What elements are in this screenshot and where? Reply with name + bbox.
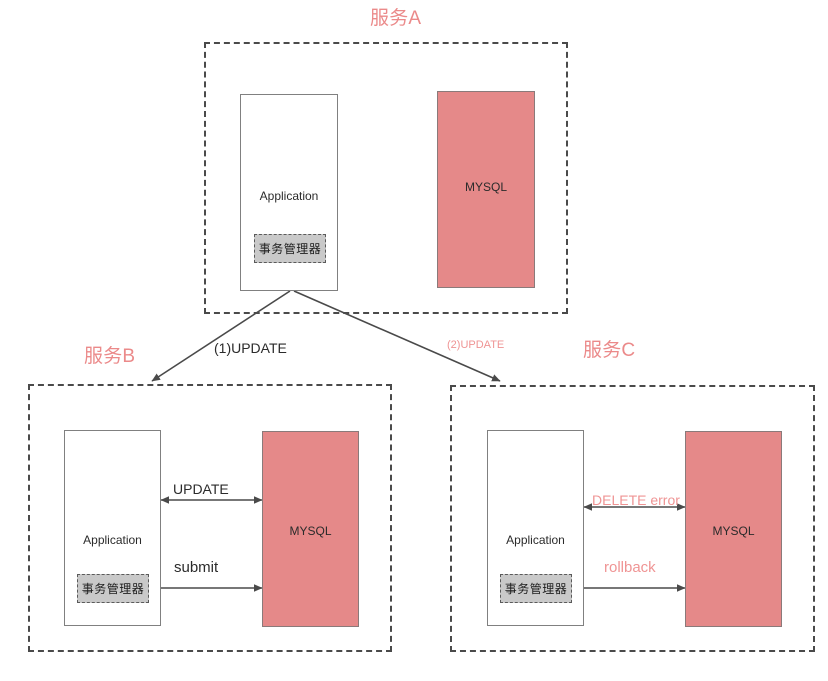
service-b-mysql-label: MYSQL [289,524,332,538]
service-b-boundary [28,384,392,652]
edge-c-delete-error-label: DELETE error [592,492,680,508]
service-b-title: 服务B [84,346,136,367]
service-a-application-label: Application [259,189,319,203]
service-a-mysql-label: MYSQL [464,180,507,194]
service-b-application-label: Application [83,533,142,547]
service-c-boundary [450,385,815,652]
service-b-mysql-box: MYSQL [262,431,359,627]
connector-a-to-c-label: (2)UPDATE [447,339,505,351]
service-c-title: 服务C [583,340,636,361]
service-b-transaction-manager: 事务管理器 [77,574,149,603]
edge-b-update-label: UPDATE [173,481,229,497]
service-c-application-box: Application 事务管理器 [487,430,584,626]
service-a-application-box: Application 事务管理器 [240,94,338,291]
connector-a-to-b-label: (1)UPDATE [214,340,287,356]
edge-c-rollback-label: rollback [604,559,656,576]
service-c-mysql-box: MYSQL [685,431,782,627]
service-a-transaction-manager: 事务管理器 [254,234,326,263]
edge-b-submit-label: submit [174,559,219,576]
service-c-transaction-manager: 事务管理器 [500,574,572,603]
service-c-mysql-label: MYSQL [712,524,755,538]
service-a-boundary [204,42,568,314]
service-c-application-label: Application [506,533,565,547]
service-b-application-box: Application 事务管理器 [64,430,161,626]
service-a-mysql-box: MYSQL [437,91,535,288]
service-a-title: 服务A [370,8,422,29]
